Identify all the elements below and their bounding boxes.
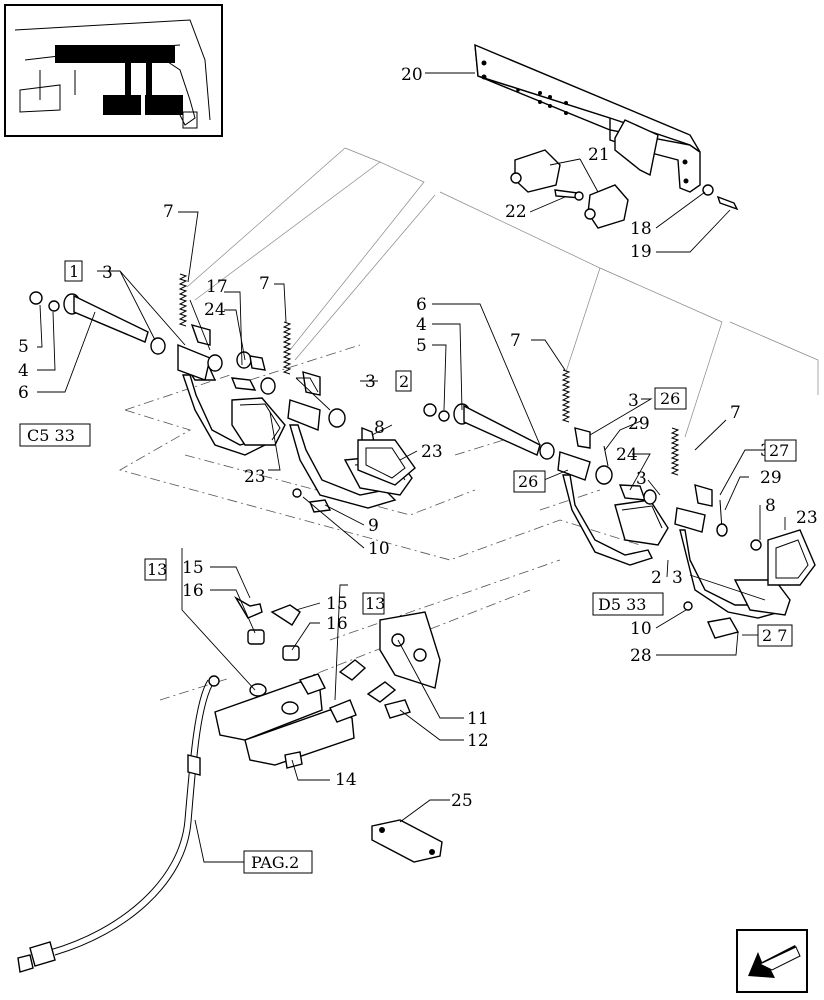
callout-3a: 3 (102, 263, 113, 283)
clutch-pedal-left (150, 323, 286, 456)
callout-22: 22 (505, 202, 527, 222)
callout-box-26b (513, 470, 546, 493)
clutch-pedal-right (557, 427, 669, 566)
callout-27b: 2 7 (762, 626, 787, 645)
callout-24b: 24 (616, 445, 638, 465)
callout-box-27a (764, 439, 797, 462)
callout-13b: 13 (365, 594, 385, 613)
callout-11: 11 (467, 709, 489, 729)
callout-3d: 3 (636, 469, 647, 489)
callout-21: 21 (588, 145, 610, 165)
callout-5a: 5 (18, 337, 29, 357)
pedal-shaft-right (423, 403, 609, 467)
callout-25: 25 (451, 791, 473, 811)
callout-16a: 16 (182, 581, 204, 601)
callout-14: 14 (335, 770, 357, 790)
callout-2: 2 (399, 372, 409, 391)
callout-18: 18 (630, 219, 652, 239)
callout-23b: 23 (244, 467, 266, 487)
callout-8b: 8 (765, 496, 776, 516)
callout-26b: 26 (518, 472, 538, 491)
callout-1: 1 (69, 262, 79, 281)
callout-20: 20 (401, 65, 423, 85)
perspective-guides (186, 147, 819, 438)
callout-15b: 15 (326, 594, 348, 614)
callout-29b: 29 (760, 468, 782, 488)
callout-10a: 10 (368, 539, 390, 559)
master-cylinder (17, 596, 441, 973)
callout-16b: 16 (326, 614, 348, 634)
pedal-pad-guard (357, 439, 416, 486)
ref-box-page (243, 850, 313, 874)
next-page-arrow-icon[interactable] (736, 929, 808, 993)
ref-d5-33: D5 33 (598, 595, 646, 614)
callout-box-26a (654, 387, 687, 410)
bolt-washer (702, 184, 739, 211)
callout-4a: 4 (18, 361, 29, 381)
ref-page-2: PAG.2 (251, 853, 299, 872)
callout-23a: 23 (421, 442, 443, 462)
callout-26a: 26 (660, 389, 680, 408)
callout-24a: 24 (204, 300, 226, 320)
callout-8a: 8 (374, 418, 385, 438)
pedal-switch (510, 149, 629, 229)
callout-10b: 10 (630, 619, 652, 639)
callout-17: 17 (206, 277, 228, 297)
callout-23c: 23 (796, 508, 818, 528)
callout-6a: 6 (18, 383, 29, 403)
callout-5b: 5 (416, 336, 427, 356)
tractor-pedals-thumbnail (4, 4, 223, 137)
mounting-plate (371, 819, 443, 863)
callout-19: 19 (630, 242, 652, 262)
callout-28: 28 (630, 646, 652, 666)
brake-pedal-right (674, 484, 816, 639)
callout-labels: 20 21 22 18 19 7 7 7 7 1 3 17 24 5 4 6 3… (18, 65, 818, 874)
ref-c5-33: C5 33 (27, 426, 75, 445)
callout-2b: 2 (651, 568, 662, 588)
support-bracket (474, 43, 701, 193)
callout-6b: 6 (416, 295, 427, 315)
ref-box-c5 (19, 423, 91, 447)
callout-3c: 3 (628, 391, 639, 411)
callout-12: 12 (467, 731, 489, 751)
callout-7c: 7 (510, 331, 521, 351)
callout-9: 9 (368, 516, 379, 536)
callout-4b: 4 (416, 315, 427, 335)
callout-box-13a (144, 558, 167, 581)
callout-7b: 7 (259, 274, 270, 294)
callout-3f: 3 (672, 568, 683, 588)
callout-7d: 7 (730, 403, 741, 423)
return-spring (178, 273, 680, 476)
callout-box-27b (757, 624, 793, 647)
callout-13a: 13 (147, 560, 167, 579)
callout-3b: 3 (365, 372, 376, 392)
callout-27a: 27 (769, 441, 789, 460)
callout-box-1 (64, 260, 83, 282)
callout-15a: 15 (182, 558, 204, 578)
callout-box-2 (395, 370, 412, 392)
leader-lines (37, 72, 786, 863)
callout-7a: 7 (163, 202, 174, 222)
callout-29a: 29 (628, 414, 650, 434)
ref-box-d5 (592, 592, 664, 616)
callout-box-13b (362, 592, 385, 615)
pedal-shaft-left (29, 291, 149, 343)
